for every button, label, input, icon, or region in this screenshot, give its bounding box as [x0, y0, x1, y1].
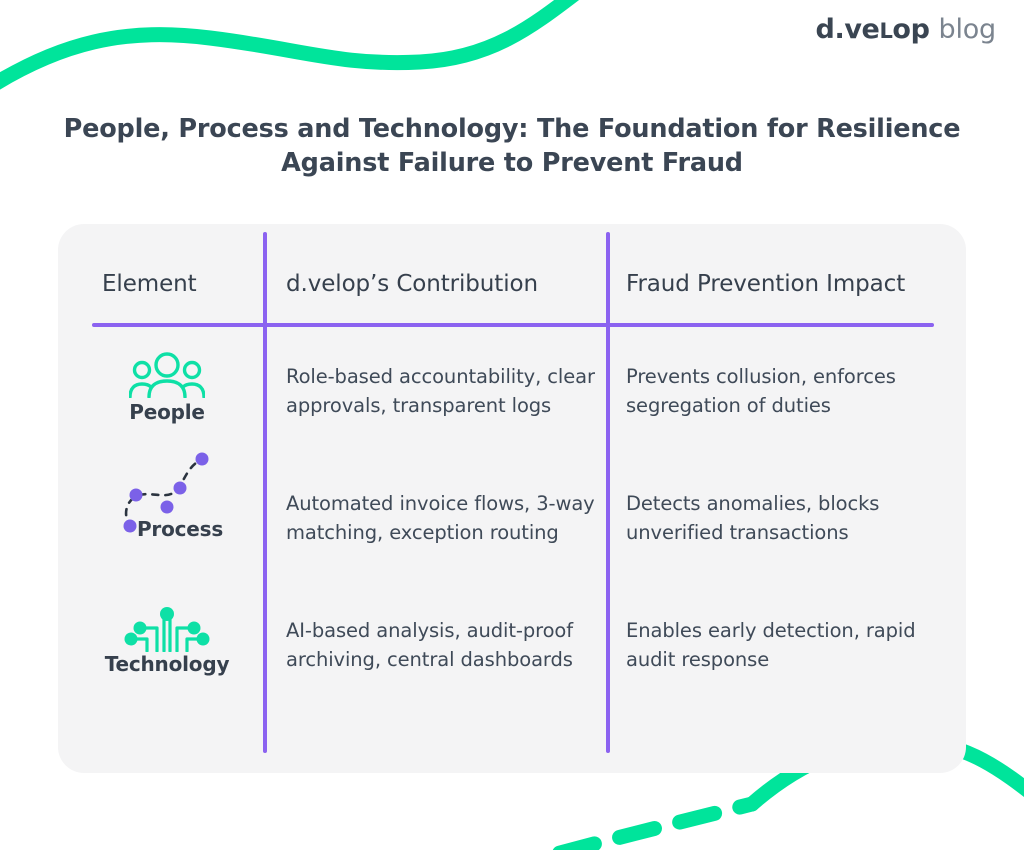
- element-cell-inner: Technology: [72, 596, 262, 676]
- element-cell: People: [72, 342, 262, 424]
- header-rule: [92, 323, 934, 327]
- table-header-contribution: d.velop’s Contribution: [286, 271, 538, 297]
- comparison-table: Element d.velop’s Contribution Fraud Pre…: [58, 224, 966, 773]
- page-title: People, Process and Technology: The Foun…: [63, 114, 961, 179]
- logo-mark-pre: d.ve: [815, 14, 880, 45]
- logo-word: blog: [938, 14, 997, 45]
- impact-cell: Detects anomalies, blocks unverified tra…: [626, 492, 880, 545]
- table-header-element: Element: [102, 271, 197, 297]
- people-icon: [129, 342, 205, 398]
- contribution-cell: AI-based analysis, audit-proof archiving…: [286, 619, 574, 672]
- element-label: People: [129, 400, 205, 424]
- process-icon: [117, 452, 217, 533]
- column-divider-2: [606, 232, 610, 753]
- green-wave-top-left: [0, 0, 580, 90]
- logo-mark: d.veLop: [816, 16, 930, 43]
- impact-cell: Enables early detection, rapid audit res…: [626, 619, 916, 672]
- technology-icon: [121, 596, 213, 652]
- element-label: Process: [136, 517, 224, 541]
- green-wave-bottom-right-dashed: [542, 796, 760, 850]
- comparison-card: Element d.velop’s Contribution Fraud Pre…: [58, 224, 966, 773]
- impact-cell: Prevents collusion, enforces segregation…: [626, 365, 896, 418]
- element-label: Technology: [104, 652, 230, 676]
- logo-mark-smallcap: L: [879, 18, 893, 43]
- brand-logo[interactable]: d.veLop blog: [816, 14, 997, 45]
- table-header-impact: Fraud Prevention Impact: [626, 271, 906, 297]
- contribution-cell: Role-based accountability, clear approva…: [286, 365, 595, 418]
- element-cell: Process: [72, 452, 262, 541]
- logo-mark-post: op: [892, 14, 930, 45]
- contribution-cell: Automated invoice flows, 3-way matching,…: [286, 492, 595, 545]
- column-divider-1: [263, 232, 267, 753]
